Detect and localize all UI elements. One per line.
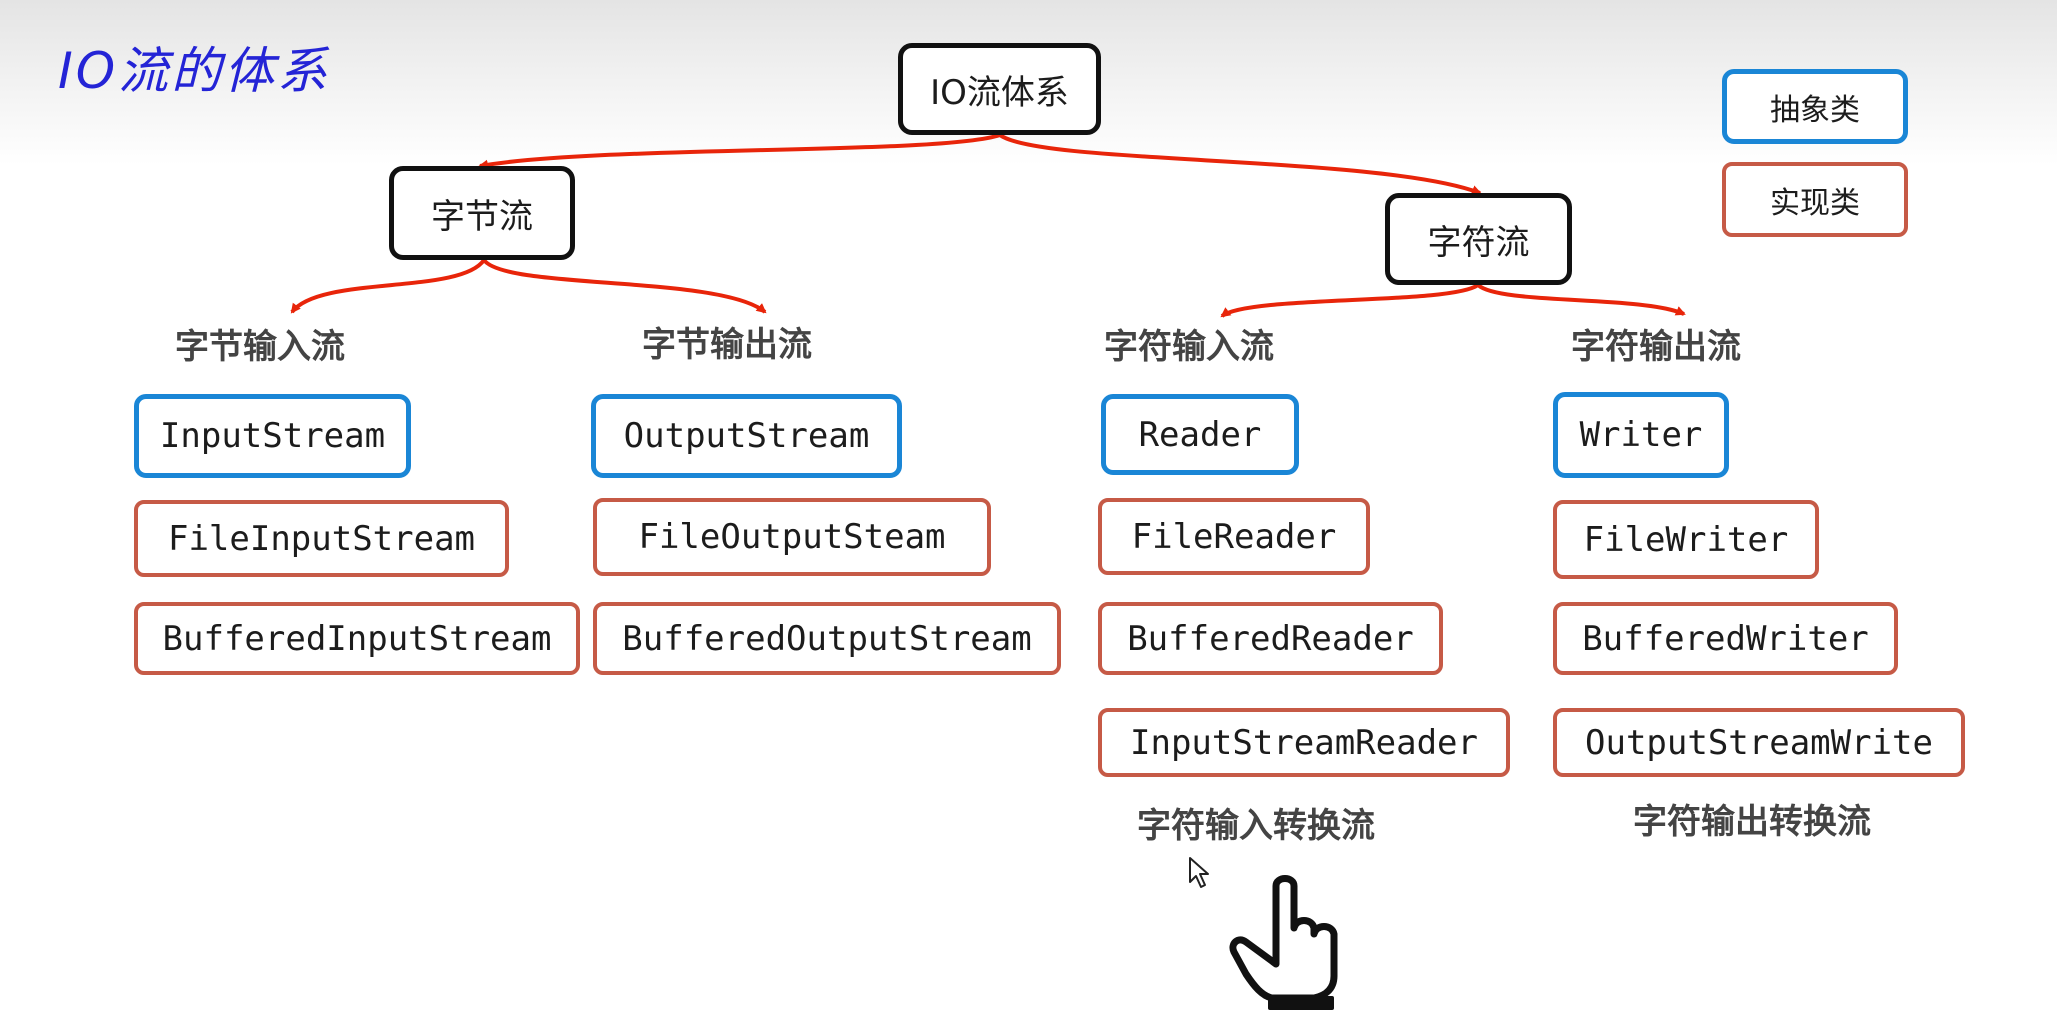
file-reader: FileReader [1098,498,1370,575]
char-input-heading: 字符输入流 [1104,327,1274,367]
slide-title: IO流的体系 [58,42,331,100]
byte-stream-node: 字节流 [389,166,575,260]
byte-input-heading: 字节输入流 [175,327,345,367]
hand-pointer-icon [1229,875,1338,1010]
buffered-reader: BufferedReader [1098,602,1443,675]
output-stream-abstract: OutputStream [591,394,902,478]
file-output-steam: FileOutputSteam [593,498,991,576]
arrow-byte-to-output [482,258,767,314]
legend-abstract: 抽象类 [1722,69,1908,144]
writer-abstract: Writer [1553,392,1729,478]
input-stream-abstract: InputStream [134,394,411,478]
input-stream-reader: InputStreamReader [1098,708,1510,777]
reader-abstract: Reader [1101,394,1299,475]
file-writer: FileWriter [1553,500,1819,579]
output-stream-write: OutputStreamWrite [1553,708,1965,777]
arrow-byte-to-input [290,258,486,314]
arrow-root-to-byte-stream [478,133,1001,170]
char-output-heading: 字符输出流 [1571,327,1741,367]
arrow-char-to-input [1220,283,1480,318]
byte-output-heading: 字节输出流 [642,325,812,365]
buffered-input-stream: BufferedInputStream [134,602,580,675]
buffered-output-stream: BufferedOutputStream [593,602,1061,675]
char-stream-node: 字符流 [1385,193,1572,285]
legend-impl: 实现类 [1722,162,1908,237]
buffered-writer: BufferedWriter [1553,602,1898,675]
root-node: IO流体系 [898,43,1101,135]
mouse-pointer-icon [1189,857,1209,888]
char-output-convert-label: 字符输出转换流 [1633,802,1871,842]
file-input-stream: FileInputStream [134,500,509,577]
arrow-char-to-output [1476,283,1686,316]
char-input-convert-label: 字符输入转换流 [1137,806,1375,846]
arrow-root-to-char-stream [998,133,1482,195]
